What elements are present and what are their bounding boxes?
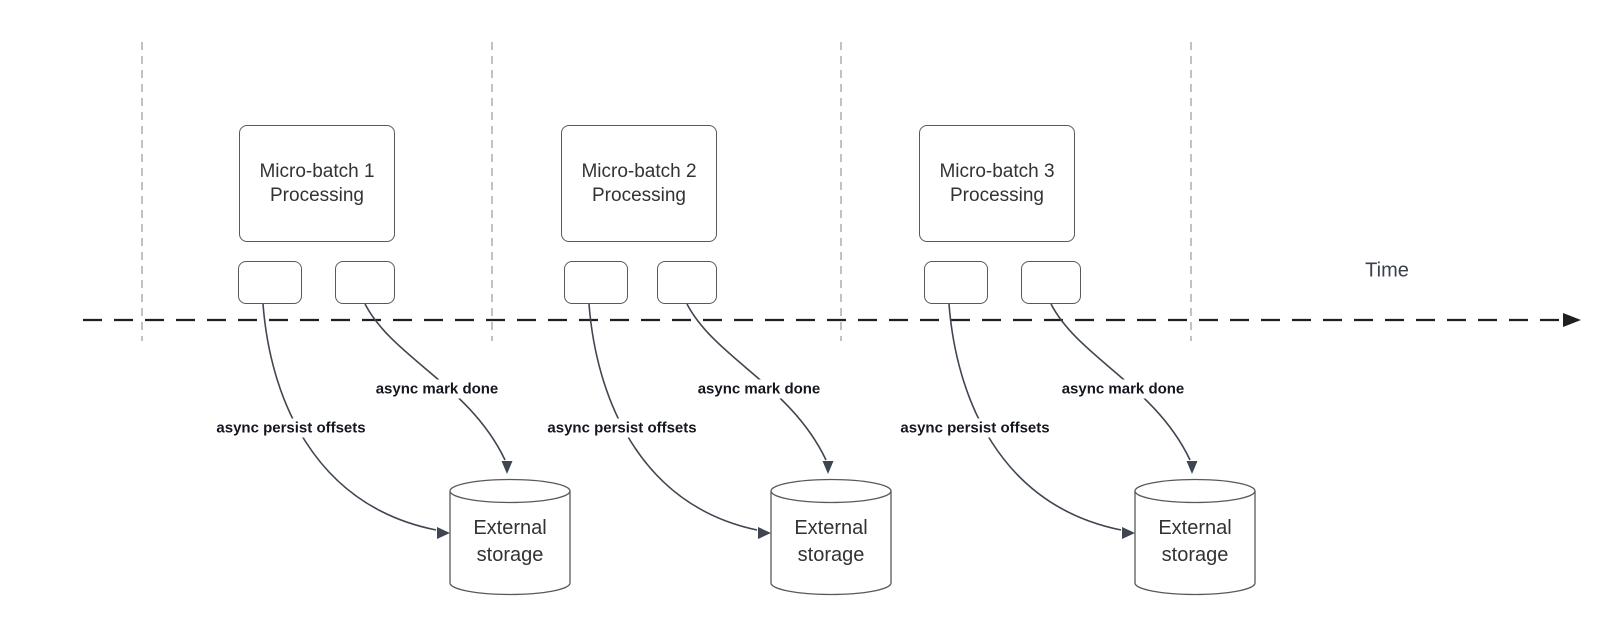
time-axis-arrowhead-icon xyxy=(1563,313,1581,327)
micro-batch-3-processing-label: Micro-batch 3 Processing xyxy=(939,160,1055,206)
mark-done-edge-label-2: async mark done xyxy=(693,379,825,399)
external-storage-label-1: External storage xyxy=(473,517,547,566)
micro-batch-1-processing-box: Micro-batch 1 Processing xyxy=(239,125,395,242)
persist-offsets-edge-label-3: async persist offsets xyxy=(896,418,1054,438)
mark-done-edge-label-1: async mark done xyxy=(371,379,503,399)
done-arrowhead-icon-2 xyxy=(822,461,834,474)
mark-done-arrow-2 xyxy=(686,303,827,461)
micro-batch-2-done-task-box xyxy=(657,261,717,304)
micro-batch-1-done-task-box xyxy=(335,261,395,304)
persist-offsets-arrow-3 xyxy=(948,303,1122,531)
persist-offsets-arrow-1 xyxy=(262,303,437,531)
done-arrowhead-icon-1 xyxy=(501,461,513,474)
external-storage-label-2: External storage xyxy=(794,517,868,566)
persist-offsets-arrow-2 xyxy=(588,303,758,531)
done-arrowhead-icon-3 xyxy=(1186,461,1198,474)
persist-arrowhead-icon-3 xyxy=(1122,527,1135,539)
persist-arrowhead-icon-2 xyxy=(758,527,771,539)
micro-batch-1-processing-label: Micro-batch 1 Processing xyxy=(259,160,375,206)
micro-batch-2-processing-box: Micro-batch 2 Processing xyxy=(561,125,717,242)
micro-batch-1-offset-task-box xyxy=(238,261,302,304)
micro-batch-3-offset-task-box xyxy=(924,261,988,304)
time-axis-label: Time xyxy=(1365,259,1409,282)
persist-offsets-edge-label-1: async persist offsets xyxy=(212,418,370,438)
persist-arrowhead-icon-1 xyxy=(437,527,450,539)
micro-batch-3-done-task-box xyxy=(1021,261,1081,304)
mark-done-edge-label-3: async mark done xyxy=(1057,379,1189,399)
micro-batch-2-processing-label: Micro-batch 2 Processing xyxy=(581,160,697,206)
external-storage-cylinder-3 xyxy=(1134,478,1256,596)
mark-done-arrow-3 xyxy=(1050,303,1191,461)
persist-offsets-edge-label-2: async persist offsets xyxy=(543,418,701,438)
external-storage-label-3: External storage xyxy=(1158,517,1232,566)
micro-batch-2-offset-task-box xyxy=(564,261,628,304)
micro-batch-3-processing-box: Micro-batch 3 Processing xyxy=(919,125,1075,242)
external-storage-cylinder-1 xyxy=(449,478,571,596)
mark-done-arrow-1 xyxy=(364,303,506,461)
external-storage-cylinder-2 xyxy=(770,478,892,596)
